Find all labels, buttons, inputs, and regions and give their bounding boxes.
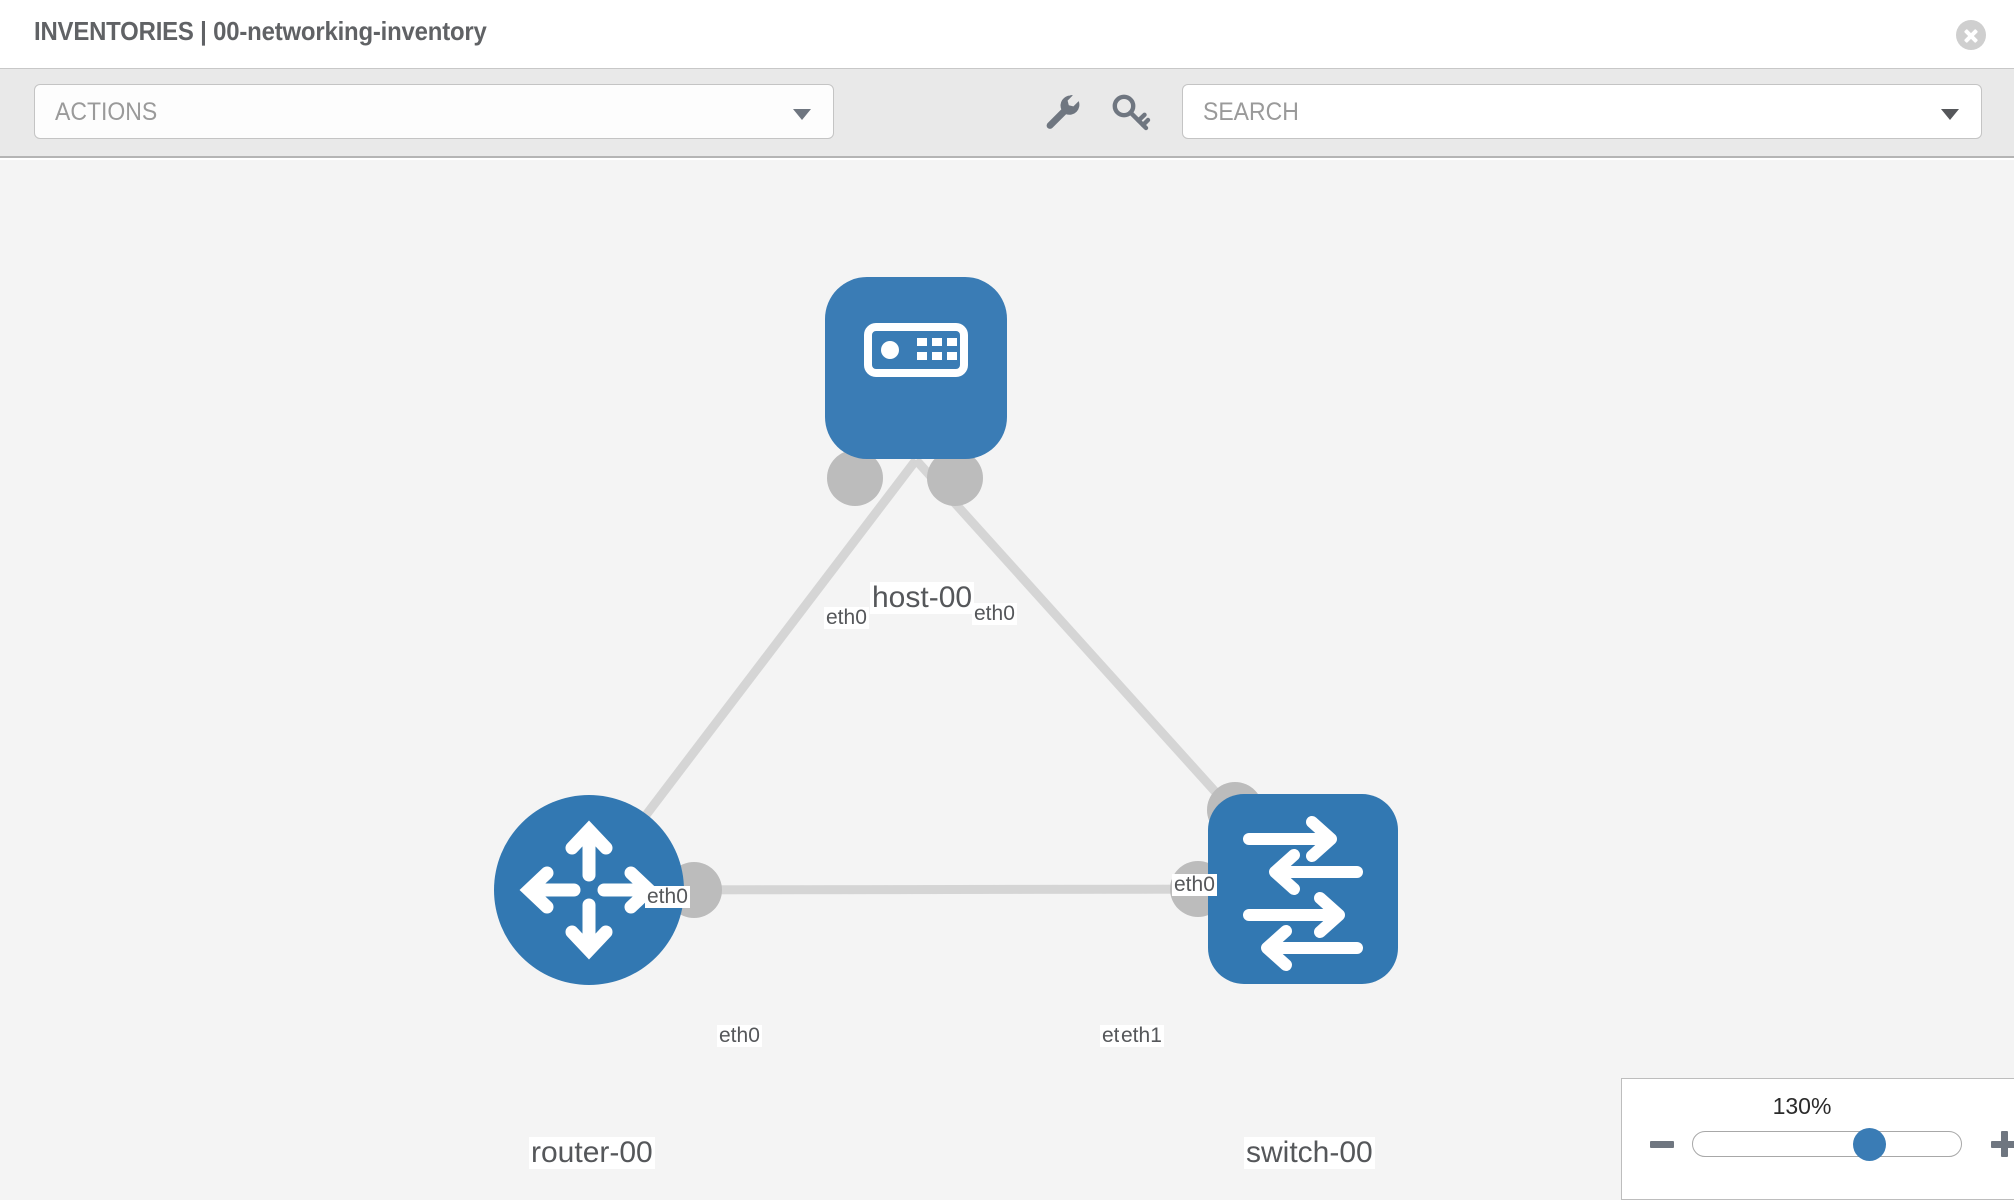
node-host-00[interactable]: [825, 277, 1007, 459]
page-header: INVENTORIES | 00-networking-inventory: [0, 0, 2014, 68]
zoom-slider-thumb[interactable]: [1853, 1128, 1886, 1161]
zoom-control-panel: 130%: [1621, 1078, 2014, 1200]
edge-label-router-eth0-up: eth0: [645, 885, 690, 909]
actions-dropdown[interactable]: ACTIONS: [34, 84, 834, 139]
edge-label-router-eth0-right: eth0: [717, 1024, 762, 1048]
zoom-level-value: 130%: [1772, 1093, 1832, 1119]
topology-canvas[interactable]: host-00 router-00 switch-00 eth0 eth0 et…: [0, 160, 2014, 1200]
page-title: INVENTORIES | 00-networking-inventory: [34, 16, 487, 46]
search-placeholder: SEARCH: [1203, 98, 1299, 126]
zoom-out-button[interactable]: [1650, 1141, 1674, 1148]
edge-label-host-eth0-right: eth0: [972, 602, 1017, 626]
actions-dropdown-label: ACTIONS: [55, 98, 158, 126]
toolbar: ACTIONS SEARCH: [0, 68, 2014, 158]
search-input[interactable]: SEARCH: [1182, 84, 1982, 139]
server-icon: [864, 323, 968, 377]
chevron-down-icon: [1941, 109, 1959, 120]
edge-label-host-eth0-left: eth0: [824, 606, 869, 630]
node-router-00[interactable]: [494, 795, 684, 985]
switch-arrows-icon: [1243, 816, 1363, 971]
topology-links: [585, 456, 1307, 895]
port-host-eth0-left[interactable]: [827, 450, 883, 506]
node-label-switch-00: switch-00: [1244, 1136, 1375, 1169]
node-label-router-00: router-00: [529, 1136, 655, 1169]
topology-graph: [494, 277, 1398, 985]
router-arrows-icon: [519, 820, 659, 960]
node-label-host-00: host-00: [870, 581, 975, 614]
key-icon[interactable]: [1108, 89, 1154, 135]
edge-label-switch-eth0-up: eth0: [1172, 873, 1217, 897]
zoom-slider-track[interactable]: [1692, 1131, 1962, 1157]
chevron-down-icon: [793, 109, 811, 120]
close-icon[interactable]: [1956, 20, 1986, 50]
node-switch-00[interactable]: [1208, 794, 1398, 984]
zoom-in-button[interactable]: [1991, 1131, 2014, 1157]
edge-label-switch-eth1: eth1: [1119, 1024, 1164, 1048]
port-host-eth0-right[interactable]: [927, 450, 983, 506]
wrench-icon[interactable]: [1040, 89, 1086, 135]
